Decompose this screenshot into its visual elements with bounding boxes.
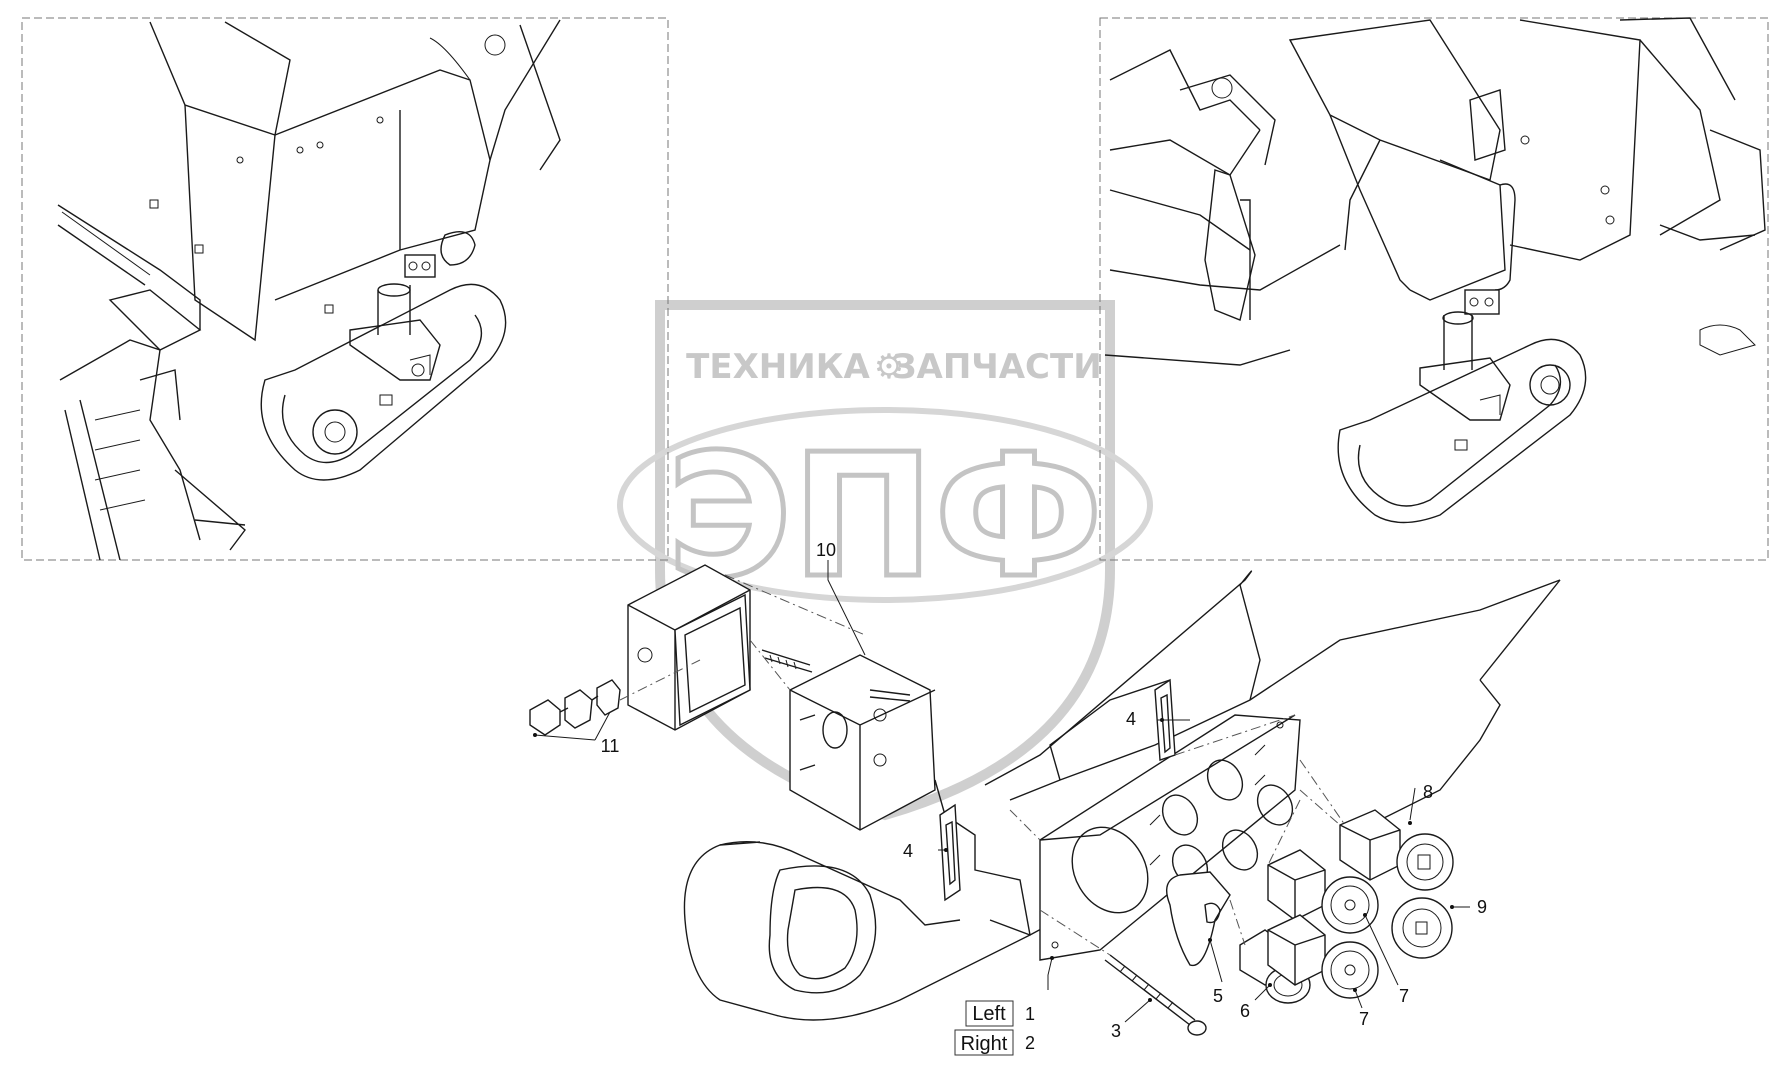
detail-frame-left [21,17,669,561]
callout-6: 6 [1240,1001,1250,1021]
callout-4-upper: 4 [1126,709,1136,729]
callout-10: 10 [816,540,836,560]
callout-8: 8 [1423,782,1433,802]
callout-7-upper: 7 [1399,986,1409,1006]
watermark-ellipse [617,407,1153,603]
watermark-line1: ТЕХНИКА [686,347,870,387]
callout-7-lower: 7 [1359,1009,1369,1029]
callout-11: 11 [601,736,620,756]
right-label: Right [961,1033,1008,1055]
left-label-box [965,1000,1014,1027]
machine-view-right [1104,17,1766,524]
callout-1: 1 [1025,1004,1035,1024]
right-label-box [954,1029,1014,1056]
callout-5: 5 [1213,986,1223,1006]
left-label: Left [972,1003,1006,1025]
callout-3: 3 [1111,1021,1121,1041]
watermark-line2: ЗАПЧАСТИ [892,347,1101,387]
callout-9: 9 [1477,897,1487,917]
gear-icon: ⚙ [874,347,904,387]
detail-frame-right [1099,17,1769,561]
callout-2: 2 [1025,1033,1035,1053]
callout-leaders [533,560,1470,1023]
callout-4-lower: 4 [903,841,913,861]
exploded-view [529,564,1561,1036]
machine-view-left [57,19,561,561]
